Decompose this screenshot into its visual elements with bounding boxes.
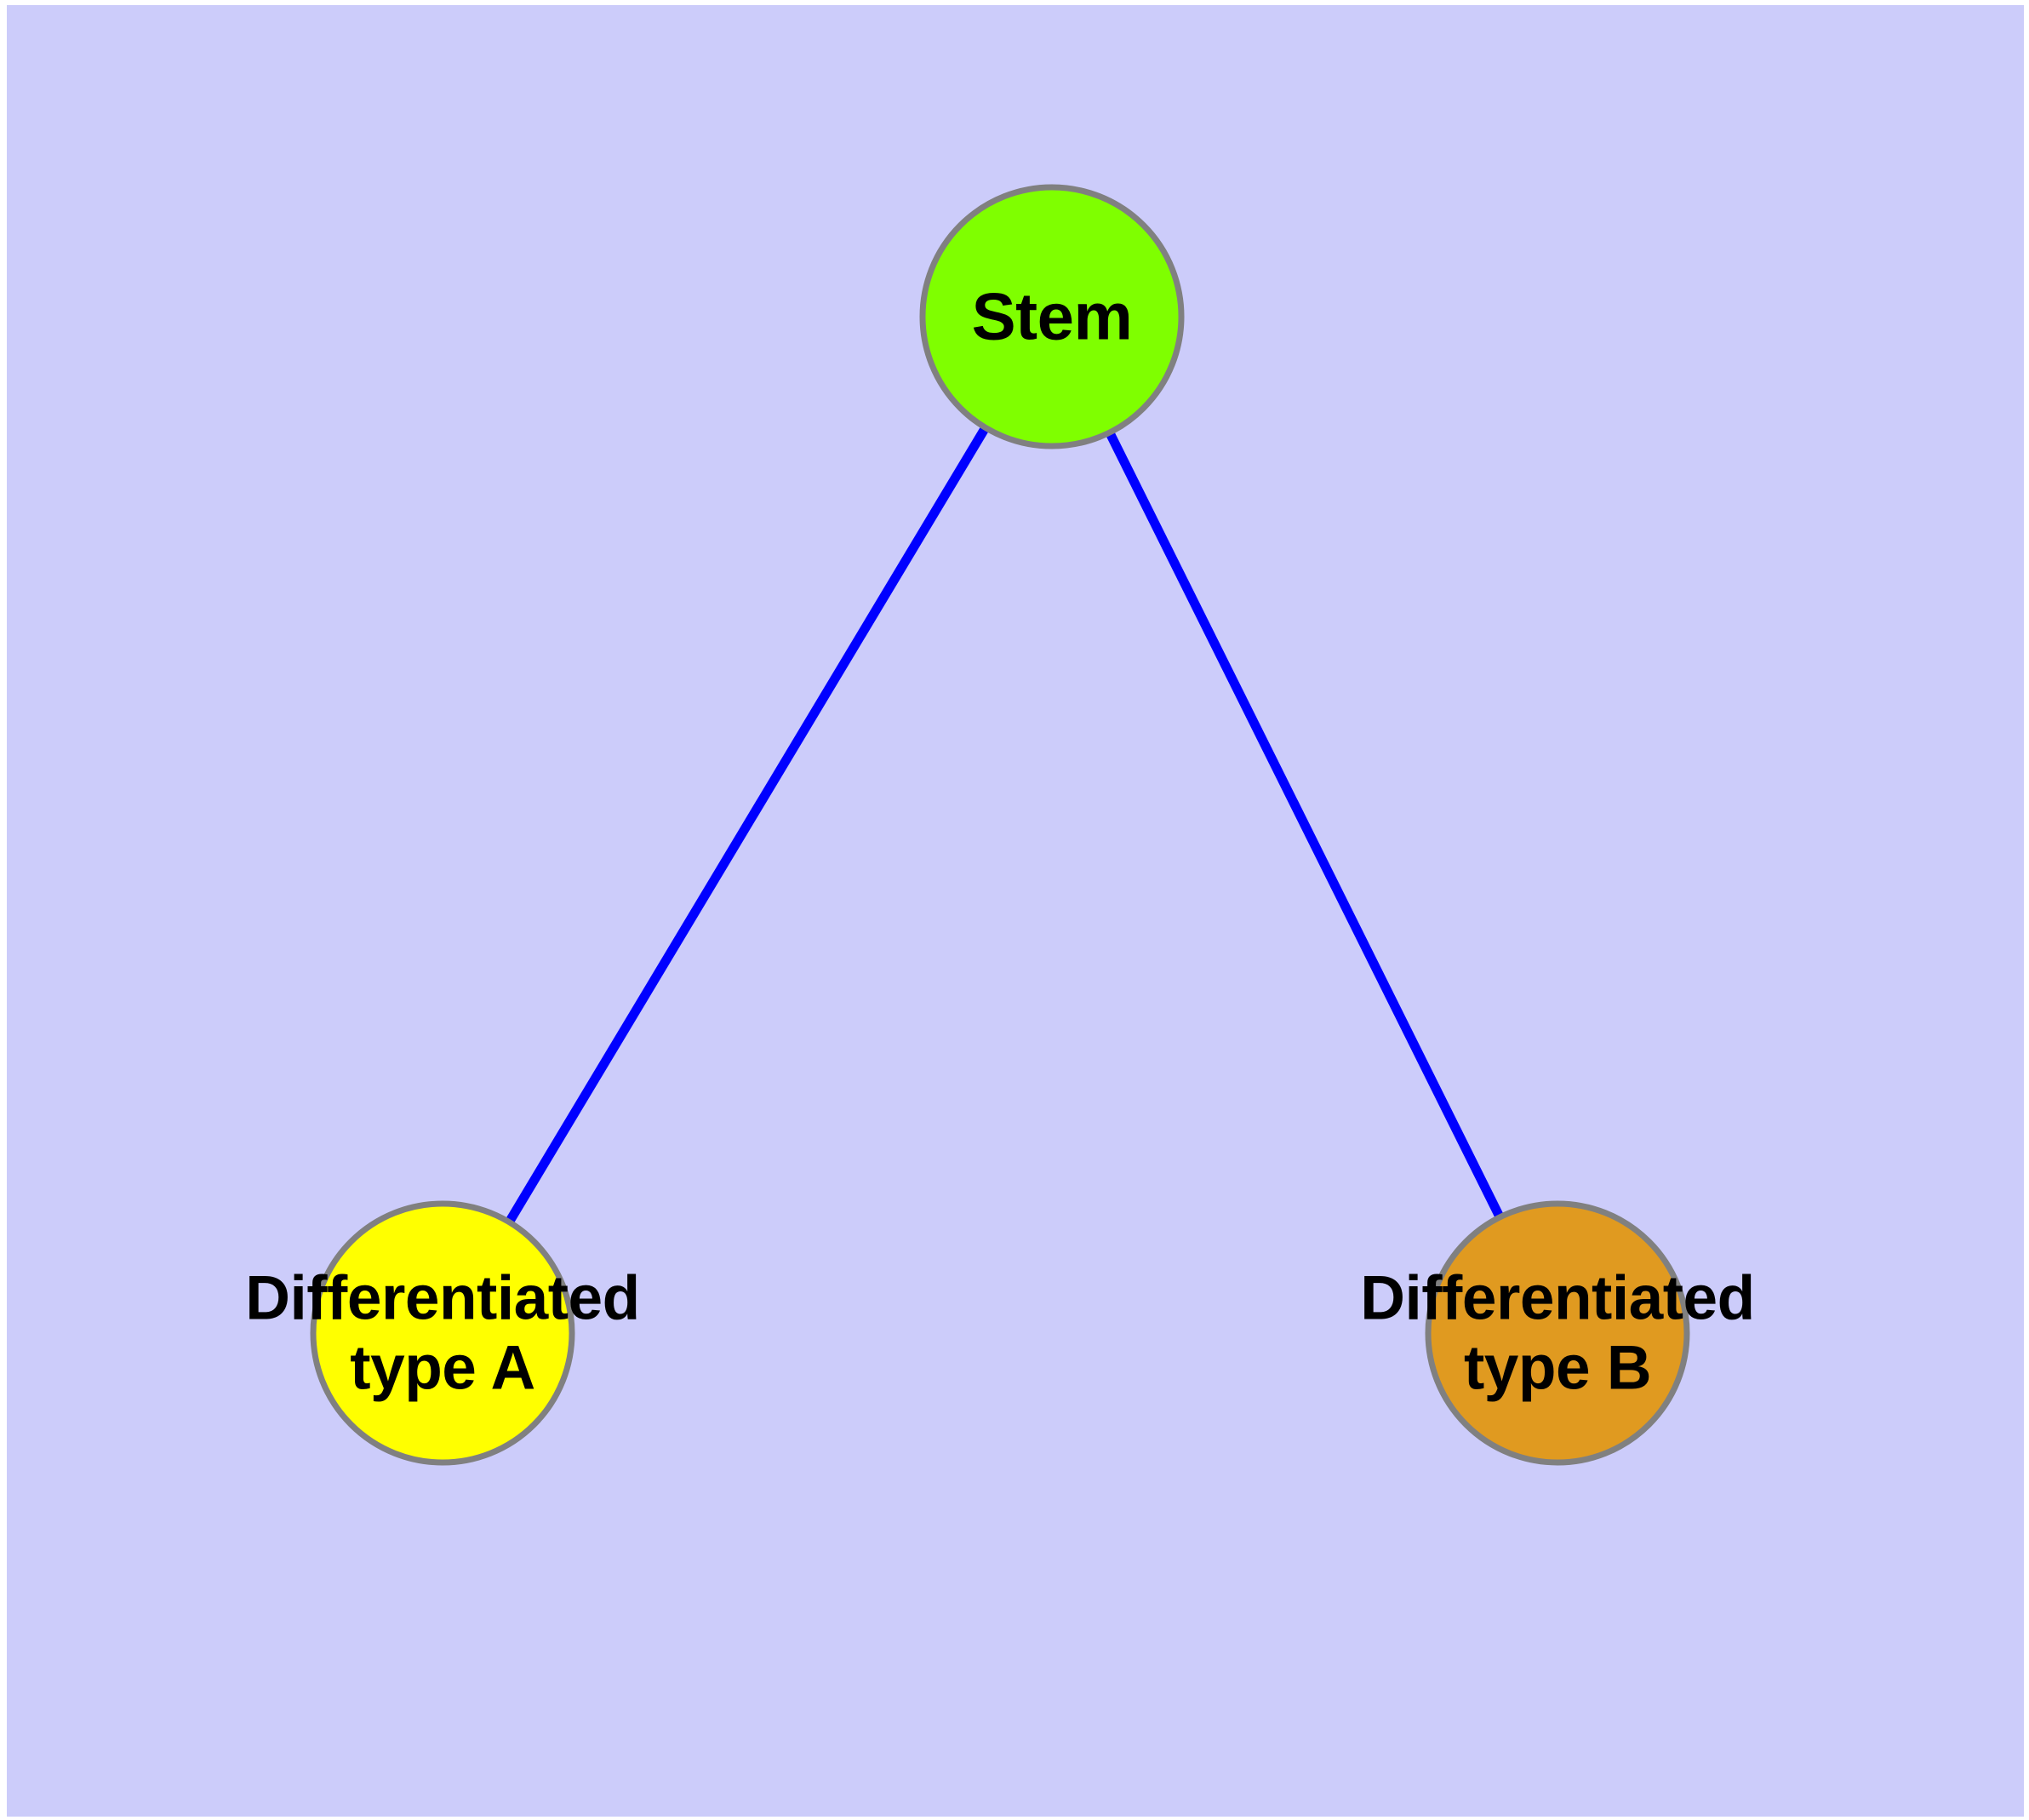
node-diff_b[interactable] xyxy=(1425,1200,1690,1466)
nodes-group xyxy=(310,184,1690,1466)
node-stem[interactable] xyxy=(919,184,1185,449)
node-diff_a[interactable] xyxy=(310,1200,575,1466)
edges-group xyxy=(505,425,1505,1225)
edge-stem-diff-a[interactable] xyxy=(505,425,990,1225)
edge-stem-diff-b[interactable] xyxy=(1105,430,1505,1220)
